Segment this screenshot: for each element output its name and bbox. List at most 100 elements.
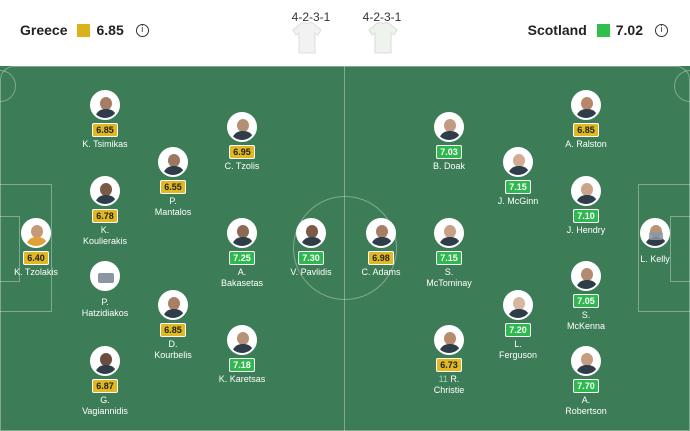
away-team-summary[interactable]: Scotland 7.02 i [528, 22, 668, 38]
home-penalty-box [0, 184, 52, 312]
player-name: A. Ralston [565, 139, 607, 149]
player-avatar [503, 147, 533, 177]
player-name-first: A. [237, 267, 247, 277]
player-avatar [227, 325, 257, 355]
player-name-first: P. [169, 196, 177, 206]
player-mctominay[interactable]: 7.15 S. McTominay [409, 218, 489, 289]
player-bakasetas[interactable]: 7.25 A. Bakasetas [202, 218, 282, 289]
player-vagiannidis[interactable]: 6.87 G. Vagiannidis [65, 346, 145, 417]
player-mantalos[interactable]: 6.55 P. Mantalos [133, 147, 213, 218]
rating-badge: 6.87 [92, 379, 118, 393]
player-name: K. Tsimikas [82, 139, 128, 149]
player-name-last: Robertson [565, 406, 607, 416]
player-name-first: D. [168, 339, 178, 349]
player-avatar [90, 90, 120, 120]
player-name-last: Kourbelis [154, 350, 192, 360]
home-goal-box [0, 216, 20, 282]
rating-badge: 7.05 [573, 294, 599, 308]
player-name: K. Karetsas [218, 374, 266, 384]
player-avatar [227, 112, 257, 142]
player-adams[interactable]: 6.98 C. Adams [341, 218, 421, 278]
home-color-square [77, 23, 91, 37]
player-name-last: Christie [433, 385, 465, 395]
player-tzolakis[interactable]: 6.40 K. Tzolakis [0, 218, 76, 278]
player-ralston[interactable]: 6.85 A. Ralston [546, 90, 626, 150]
player-avatar [571, 346, 601, 376]
player-koulierakis[interactable]: 6.78 K. Koulierakis [65, 176, 145, 247]
player-avatar [571, 176, 601, 206]
player-doak[interactable]: 7.03 B. Doak [409, 112, 489, 172]
away-formation: 4-2-3-1 [362, 10, 402, 24]
home-formation: 4-2-3-1 [291, 10, 331, 24]
match-header: Greece 6.85 i 4-2-3-1 4-2-3-1 Scotland 7… [0, 0, 690, 66]
away-team-rating: 7.02 [615, 22, 643, 38]
player-tsimikas[interactable]: 6.85 K. Tsimikas [65, 90, 145, 150]
player-avatar [503, 290, 533, 320]
away-color-square [596, 23, 610, 37]
player-ferguson[interactable]: 7.20 L. Ferguson [478, 290, 558, 361]
rating-badge: 6.98 [368, 251, 394, 265]
player-avatar [21, 218, 51, 248]
player-name: J. McGinn [497, 196, 539, 206]
rating-badge: 7.15 [505, 180, 531, 194]
away-info-icon[interactable]: i [655, 23, 668, 37]
player-mckenna[interactable]: 7.05 S. McKenna [546, 261, 626, 332]
player-kelly[interactable]: L. Kelly [615, 218, 690, 265]
rating-badge: 6.95 [229, 145, 255, 159]
rating-badge: 7.25 [229, 251, 255, 265]
home-info-icon[interactable]: i [135, 23, 149, 37]
away-penalty-box [638, 184, 690, 312]
player-name: K. Tzolakis [14, 267, 58, 277]
player-name: L. Kelly [640, 254, 670, 264]
home-team-rating: 6.85 [96, 22, 124, 38]
home-team-name: Greece [20, 22, 68, 38]
player-hendry[interactable]: 7.10 J. Hendry [546, 176, 626, 236]
shirt-number: 11 [438, 374, 448, 384]
player-name-first: S. [581, 310, 591, 320]
player-name-last: Mantalos [154, 207, 192, 217]
rating-badge: 7.30 [298, 251, 324, 265]
player-name-last: Hatzidiakos [81, 308, 129, 318]
player-kourbelis[interactable]: 6.85 D. Kourbelis [133, 290, 213, 361]
rating-badge: 7.20 [505, 323, 531, 337]
rating-badge: 7.15 [436, 251, 462, 265]
player-avatar [90, 176, 120, 206]
rating-badge: 6.85 [92, 123, 118, 137]
rating-badge: 6.78 [92, 209, 118, 223]
player-christie[interactable]: 6.73 11 R. Christie [409, 325, 489, 396]
player-name-first: R. [450, 374, 460, 384]
player-name: 11 R. [409, 374, 489, 385]
rating-badge: 6.85 [160, 323, 186, 337]
rating-badge: 6.55 [160, 180, 186, 194]
player-mcginn[interactable]: 7.15 J. McGinn [478, 147, 558, 207]
player-pavlidis[interactable]: 7.30 V. Pavlidis [271, 218, 351, 278]
player-tzolis[interactable]: 6.95 C. Tzolis [202, 112, 282, 172]
player-avatar [640, 218, 670, 248]
player-avatar-placeholder [90, 261, 120, 291]
away-goal-box [670, 216, 690, 282]
player-hatzidiakos[interactable]: P. Hatzidiakos [65, 261, 145, 319]
away-shirt-icon [368, 22, 398, 54]
rating-badge: 7.18 [229, 358, 255, 372]
player-avatar [296, 218, 326, 248]
player-avatar [434, 218, 464, 248]
player-avatar [227, 218, 257, 248]
player-avatar [158, 147, 188, 177]
player-avatar [434, 112, 464, 142]
player-name: J. Hendry [566, 225, 606, 235]
player-avatar [571, 90, 601, 120]
player-karetsas[interactable]: 7.18 K. Karetsas [202, 325, 282, 385]
player-name-first: L. [514, 339, 522, 349]
home-team-summary[interactable]: Greece 6.85 i [20, 22, 149, 38]
player-avatar [571, 261, 601, 291]
player-avatar [158, 290, 188, 320]
player-name-first: K. [100, 225, 110, 235]
player-name: C. Tzolis [224, 161, 260, 171]
player-avatar [366, 218, 396, 248]
rating-badge: 7.10 [573, 209, 599, 223]
rating-badge: 7.70 [573, 379, 599, 393]
player-name-last: Bakasetas [220, 278, 264, 288]
player-name: B. Doak [432, 161, 465, 171]
player-name-last: Koulierakis [82, 236, 128, 246]
player-robertson[interactable]: 7.70 A. Robertson [546, 346, 626, 417]
